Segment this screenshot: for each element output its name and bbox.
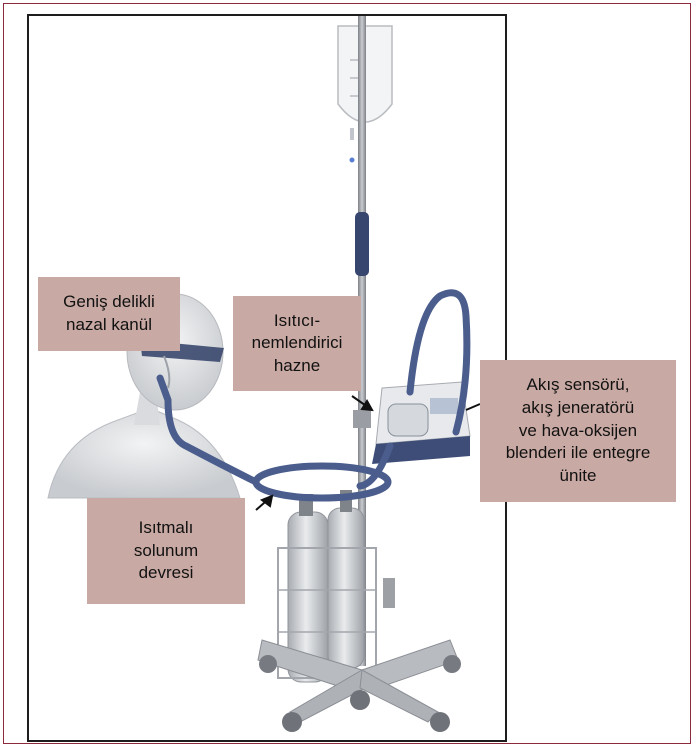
cannula-label: Geniş delikli nazal kanül — [38, 277, 180, 351]
breathing-circuit-label-text: Isıtmalı solunum devresi — [134, 517, 198, 585]
integrated-unit-label: Akış sensörü, akış jeneratörü ve hava-ok… — [480, 360, 676, 502]
humidifier-label: Isıtıcı- nemlendirici hazne — [233, 296, 361, 391]
breathing-circuit-label: Isıtmalı solunum devresi — [87, 498, 245, 604]
cannula-label-text: Geniş delikli nazal kanül — [63, 291, 155, 336]
integrated-unit-label-text: Akış sensörü, akış jeneratörü ve hava-ok… — [506, 374, 651, 487]
humidifier-label-text: Isıtıcı- nemlendirici hazne — [252, 310, 343, 378]
